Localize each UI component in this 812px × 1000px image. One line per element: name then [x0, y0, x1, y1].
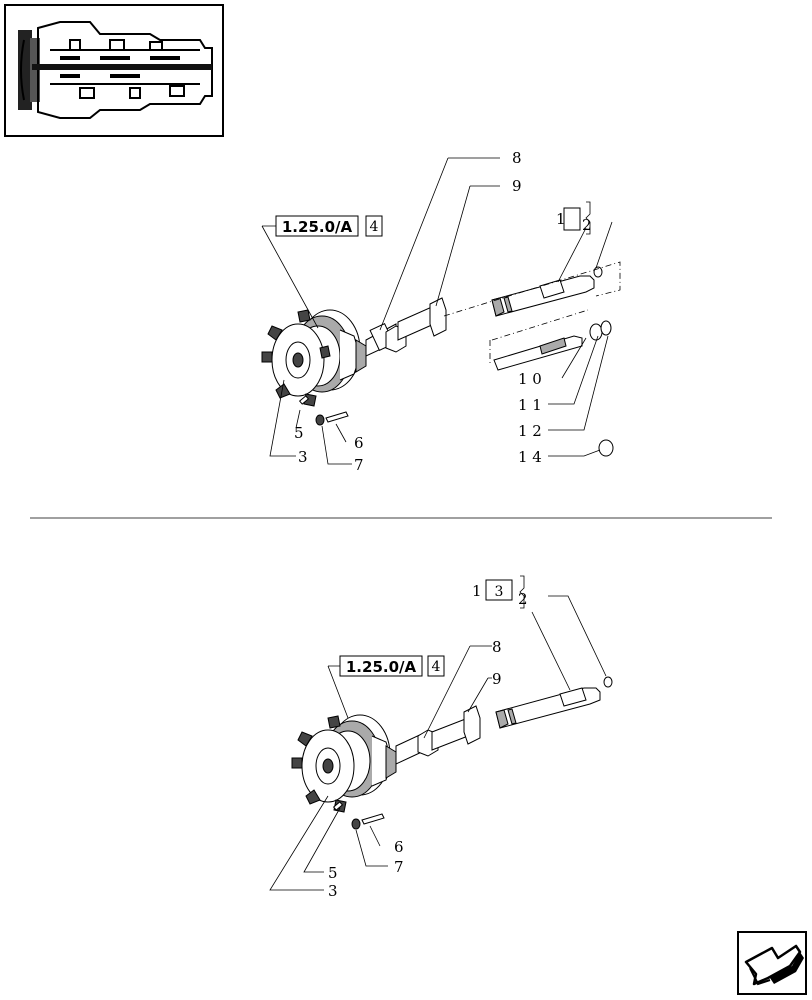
- top-callout-10: 1 0: [518, 370, 542, 388]
- bottom-callout-6: 6: [394, 838, 404, 856]
- bottom-kit-ref[interactable]: 1 3 2: [472, 575, 528, 609]
- top-kit-ref[interactable]: 1 2: [556, 201, 592, 235]
- bottom-kit-box: 3: [495, 584, 504, 600]
- bottom-kit-suffix: 2: [518, 590, 528, 608]
- bottom-ref-link-page: 4: [432, 659, 441, 675]
- top-callout-11: 1 1: [518, 396, 542, 414]
- bottom-callout-3: 3: [328, 882, 338, 900]
- bottom-assembly: 1.25.0/A 4: [269, 575, 613, 900]
- top-assembly: 1.25.0/A 4: [261, 149, 621, 474]
- top-ref-link[interactable]: 1.25.0/A 4: [275, 215, 383, 237]
- top-bush-14: [598, 439, 614, 457]
- bottom-bolt-6[interactable]: [361, 813, 385, 825]
- top-callout-12: 1 2: [518, 422, 542, 440]
- top-kit-suffix: 2: [582, 216, 592, 234]
- bottom-callout-7: 7: [394, 858, 404, 876]
- top-bolt-6[interactable]: [325, 411, 349, 423]
- top-clutch-assembly[interactable]: [261, 309, 367, 407]
- top-callout-6: 6: [354, 434, 364, 452]
- bottom-pin-5[interactable]: [332, 801, 344, 811]
- top-callout-3: 3: [298, 448, 308, 466]
- top-washer-7[interactable]: [315, 414, 325, 426]
- bottom-ref-link[interactable]: 1.25.0/A 4: [339, 655, 445, 677]
- bottom-callout-9: 9: [492, 670, 502, 688]
- top-ref-link-page: 4: [370, 219, 379, 235]
- top-shaft-10[interactable]: [493, 320, 614, 457]
- top-callout-5: 5: [294, 424, 304, 442]
- bottom-clutch-assembly[interactable]: [291, 714, 397, 813]
- bottom-kit-prefix: 1: [472, 582, 482, 600]
- top-shaft-12[interactable]: [491, 266, 603, 317]
- bottom-callout-8: 8: [492, 638, 502, 656]
- top-callout-14: 1 4: [518, 448, 542, 466]
- top-callout-7: 7: [354, 456, 364, 474]
- overview-thumbnail[interactable]: [4, 4, 224, 137]
- top-pin-5[interactable]: [298, 395, 310, 405]
- bottom-washer-7[interactable]: [351, 818, 361, 830]
- thumbnail-transmission-drawing: [18, 21, 213, 119]
- next-page-arrow-icon[interactable]: [737, 931, 807, 995]
- top-kit-prefix: 1: [556, 210, 566, 228]
- top-guide-sleeve-9[interactable]: [397, 297, 447, 341]
- top-release-sleeve-8[interactable]: [365, 322, 407, 357]
- bottom-callout-5: 5: [328, 864, 338, 882]
- top-callout-8: 8: [512, 149, 522, 167]
- bottom-guide-sleeve-9[interactable]: [431, 705, 481, 751]
- top-ref-link-text: 1.25.0/A: [282, 218, 353, 236]
- top-callout-9: 9: [512, 177, 522, 195]
- bottom-ref-link-text: 1.25.0/A: [346, 658, 417, 676]
- bottom-shaft-12[interactable]: [495, 676, 613, 729]
